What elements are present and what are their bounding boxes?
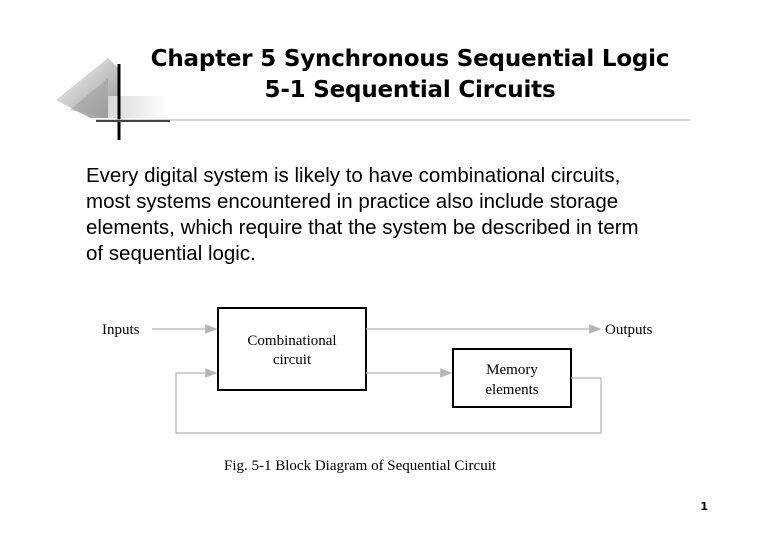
- combinational-circuit-box: [217, 307, 367, 391]
- outputs-label: Outputs: [605, 322, 653, 338]
- feedback-path: [175, 368, 602, 434]
- body-line-1: Every digital system is likely to have c…: [86, 164, 621, 187]
- header-decoration: [56, 58, 690, 140]
- page-number: 1: [700, 500, 708, 513]
- memory-label-line-2: elements: [485, 382, 538, 398]
- slide-title: Chapter 5 Synchronous Sequential Logic 5…: [0, 44, 768, 106]
- memory-label-line-1: Memory: [486, 362, 538, 378]
- combinational-label-line-2: circuit: [273, 352, 312, 368]
- title-line-2: 5-1 Sequential Circuits: [264, 77, 556, 103]
- memory-elements-box: [452, 348, 572, 408]
- figure-caption: Fig. 5-1 Block Diagram of Sequential Cir…: [224, 458, 497, 474]
- body-line-3: elements, which require that the system …: [86, 216, 639, 239]
- body-paragraph: Every digital system is likely to have c…: [86, 163, 726, 267]
- title-line-1: Chapter 5 Synchronous Sequential Logic: [150, 46, 670, 72]
- combinational-label-line-1: Combinational: [247, 333, 336, 349]
- sequential-circuit-block-diagram: Inputs Outputs Combinational circuit Mem…: [102, 307, 653, 474]
- inputs-label: Inputs: [102, 322, 140, 338]
- body-line-2: most systems encountered in practice als…: [86, 190, 619, 213]
- body-line-4: of sequential logic.: [86, 242, 256, 265]
